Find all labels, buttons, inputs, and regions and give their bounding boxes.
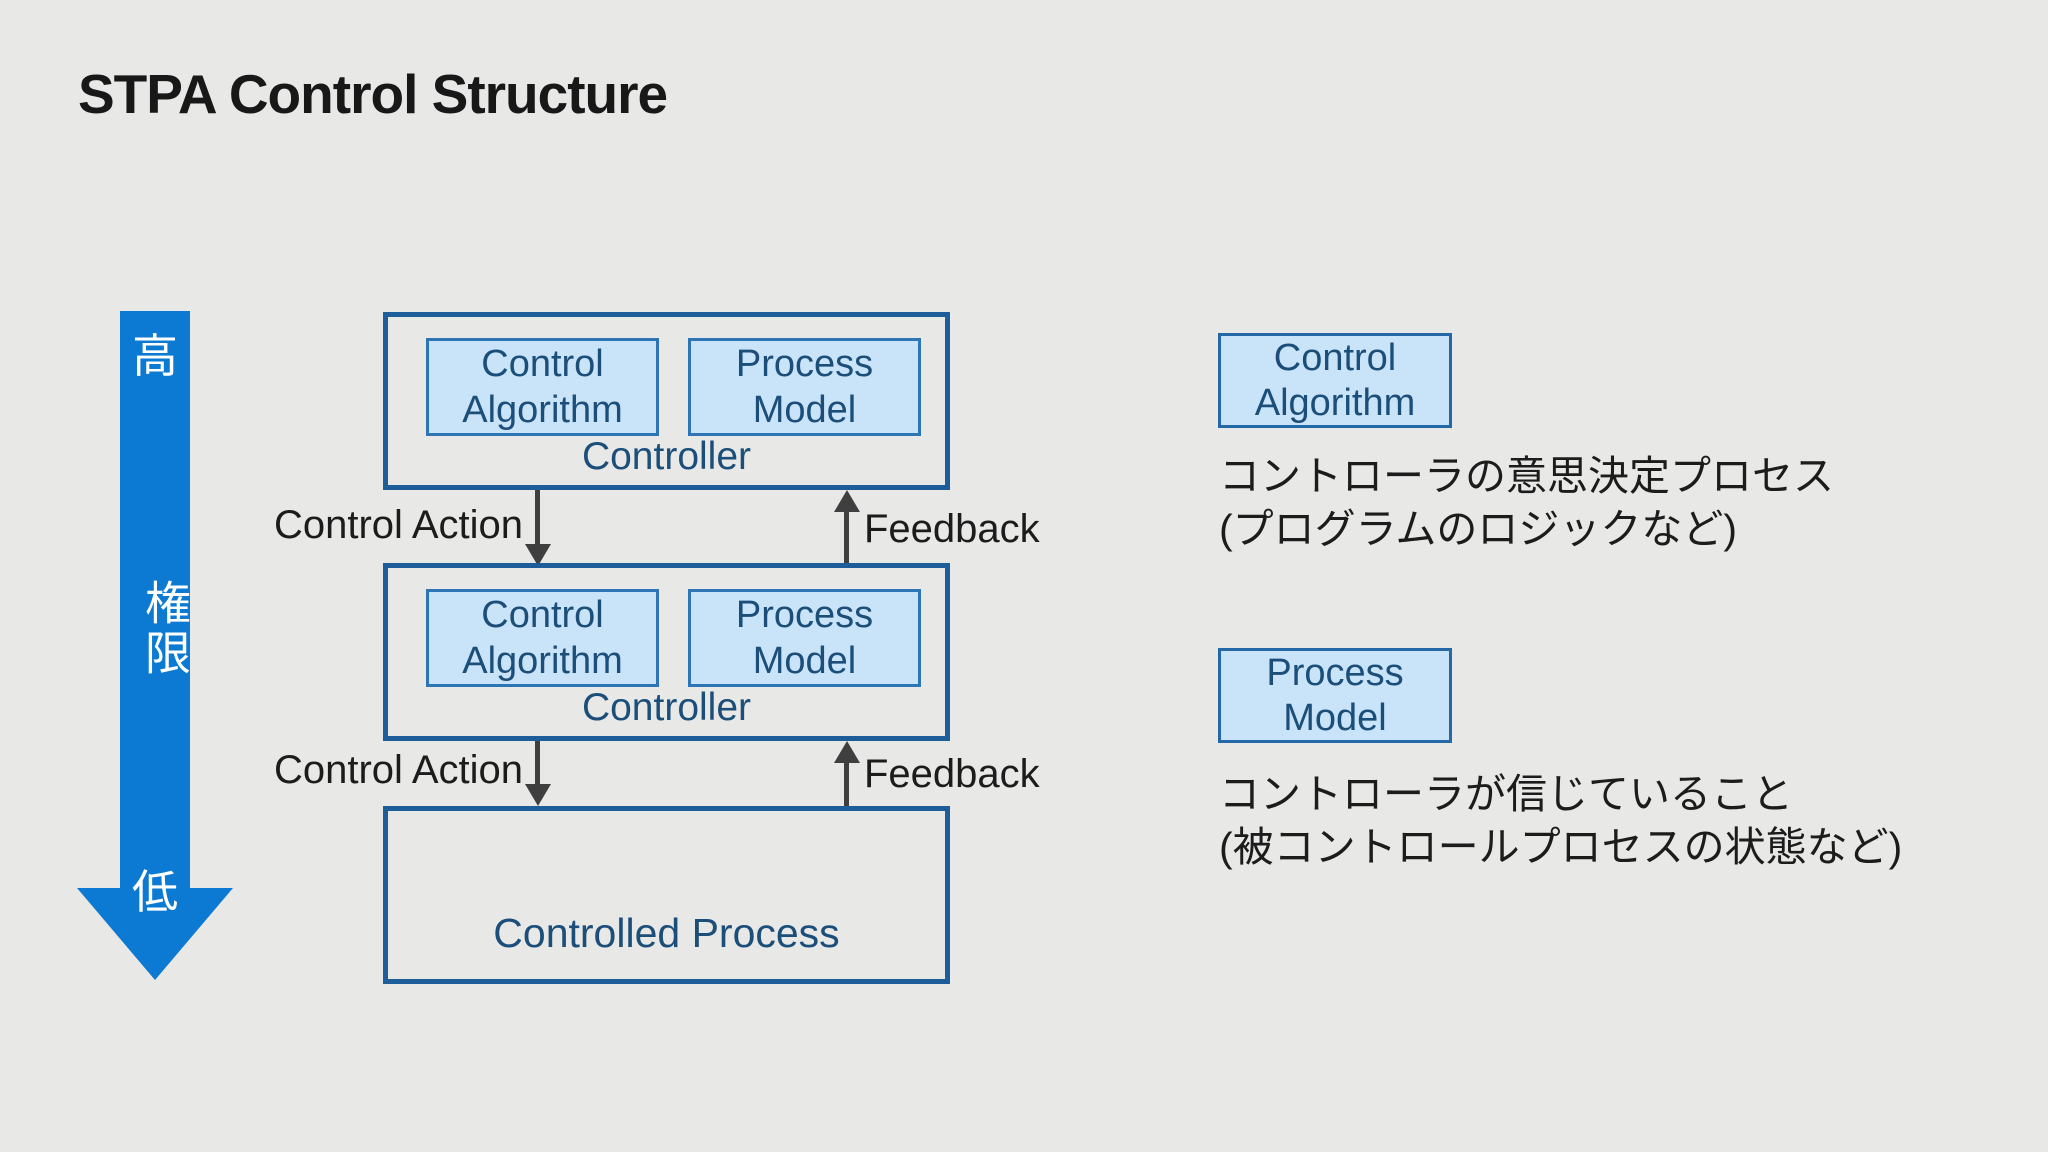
control-algorithm-description: コントローラの意思決定プロセス (プログラムのロジックなど) [1219,453,1834,552]
authority-arrow: 高 権限 低 [77,311,233,980]
feedback-label-1: Feedback [864,507,1040,551]
legend-process-model-box: Process Model [1218,648,1452,743]
process-model-label: Process Model [735,343,874,431]
authority-label-low: 低 [132,866,178,918]
process-model-description: コントローラが信じていること (被コントロールプロセスの状態など) [1219,771,1903,870]
page-title: STPA Control Structure [78,63,668,125]
feedback-arrow-1-shaft [844,510,849,563]
controller-caption-1: Controller [581,435,752,478]
control-algorithm-label: Control Algorithm [462,343,623,431]
controlled-process-box: Controlled Process [383,806,950,984]
process-model-box-1: Process Model [688,338,921,436]
authority-arrow-body [120,311,190,889]
control-action-arrow-1-shaft [535,490,540,546]
authority-label-high: 高 [132,330,178,382]
process-model-label: Process Model [1266,651,1404,739]
feedback-arrow-2-head-icon [834,741,860,763]
process-model-label: Process Model [735,594,874,682]
control-algorithm-label: Control Algorithm [1254,336,1416,424]
control-algorithm-box-1: Control Algorithm [426,338,659,436]
control-algorithm-label: Control Algorithm [462,594,623,682]
controller-box-2: Control Algorithm Process Model Controll… [383,563,950,741]
feedback-label-2: Feedback [864,752,1040,796]
control-action-arrow-2-head-icon [525,784,551,806]
control-action-arrow-2-shaft [535,741,540,786]
legend-control-algorithm-box: Control Algorithm [1218,333,1452,428]
control-algorithm-box-2: Control Algorithm [426,589,659,687]
authority-label-axis: 権限 [139,579,191,679]
feedback-arrow-2-shaft [844,761,849,806]
controlled-process-label: Controlled Process [493,910,840,956]
controller-caption-2: Controller [581,686,752,729]
controller-box-1: Control Algorithm Process Model Controll… [383,312,950,490]
control-action-label-1: Control Action [273,503,523,547]
process-model-box-2: Process Model [688,589,921,687]
feedback-arrow-1-head-icon [834,490,860,512]
authority-arrow-head-icon [77,888,233,980]
control-action-arrow-1-head-icon [525,544,551,566]
control-action-label-2: Control Action [273,748,523,792]
